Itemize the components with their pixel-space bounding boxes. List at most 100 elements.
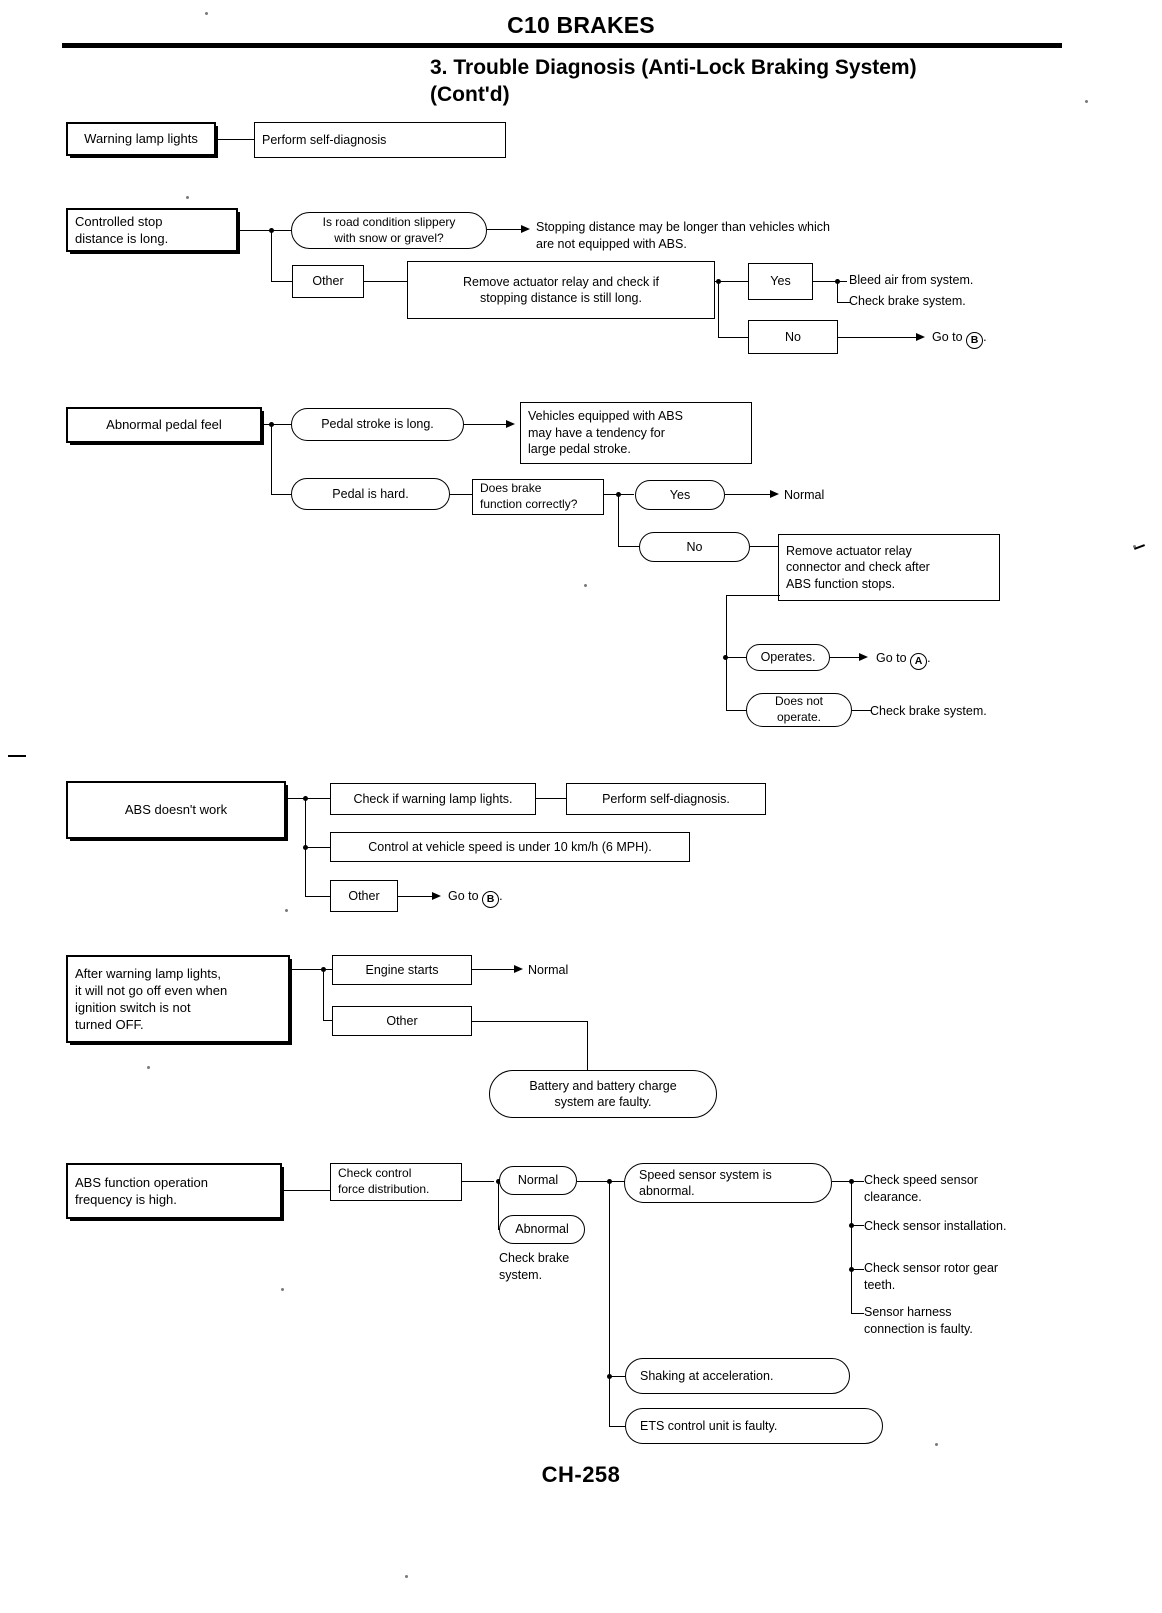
scan-speck [285,909,288,912]
scan-speck [147,1066,150,1069]
connector [464,424,509,425]
arrow-icon [521,225,530,233]
symptom-abnormal-pedal-feel[interactable]: Abnormal pedal feel [66,407,262,443]
connector [536,798,568,799]
connector [838,337,918,338]
node-perform-self-diagnosis-2[interactable]: Perform self-diagnosis. [566,783,766,815]
node-normal-control-force[interactable]: Normal [499,1166,577,1195]
scan-speck [935,1443,938,1446]
node-other-stop-distance[interactable]: Other [292,265,364,298]
node-yes-brake-function[interactable]: Yes [635,480,725,510]
symptom-warning-lamp-stays-on[interactable]: After warning lamp lights, it will not g… [66,955,290,1043]
node-check-warning-lamp-lights[interactable]: Check if warning lamp lights. [330,783,536,815]
connector [618,494,619,546]
connector [472,969,516,970]
connector [290,969,332,970]
arrow-icon [506,420,515,428]
node-perform-self-diagnosis[interactable]: Perform self-diagnosis [254,122,506,158]
node-no-brake-function[interactable]: No [639,532,750,562]
connector [271,230,272,281]
text-bleed-air: Bleed air from system. [849,273,974,287]
connector [852,710,872,711]
text-go-to-b-1: Go to B. [932,329,987,349]
period: . [927,651,931,665]
node-abs-pedal-stroke-note[interactable]: Vehicles equipped with ABS may have a te… [520,402,752,464]
connector [618,546,641,547]
text-check-sensor-clearance: Check speed sensor clearance. [864,1173,978,1204]
connector [216,139,256,140]
connector [609,1181,610,1426]
text-check-brake-system-1: Check brake system. [849,294,966,308]
scan-speck [281,1288,284,1291]
node-pedal-is-hard[interactable]: Pedal is hard. [291,478,450,510]
node-ets-control-unit-faulty[interactable]: ETS control unit is faulty. [625,1408,883,1444]
node-operates[interactable]: Operates. [746,644,830,671]
node-battery-faulty[interactable]: Battery and battery charge system are fa… [489,1070,717,1118]
node-remove-actuator-relay[interactable]: Remove actuator relay and check if stopp… [407,261,715,319]
node-other-abs[interactable]: Other [330,880,398,912]
connector [498,1181,499,1229]
connector [718,337,749,338]
connector [609,1181,627,1182]
symptom-controlled-stop-distance[interactable]: Controlled stop distance is long. [66,208,238,252]
go-to-label: Go to [448,889,479,903]
scan-speck [584,584,587,587]
connector [726,657,748,658]
symptom-abs-doesnt-work[interactable]: ABS doesn't work [66,781,286,839]
node-speed-sensor-abnormal[interactable]: Speed sensor system is abnormal. [624,1163,832,1203]
margin-tick [8,755,26,757]
connector [262,424,292,425]
connector [271,281,293,282]
node-yes-stop-distance[interactable]: Yes [748,263,813,300]
section-title-line1: 3. Trouble Diagnosis (Anti-Lock Braking … [430,56,917,79]
text-normal-brake: Normal [784,488,825,502]
node-other-warning-lamp[interactable]: Other [332,1006,472,1036]
connector [718,281,719,337]
node-control-under-speed[interactable]: Control at vehicle speed is under 10 km/… [330,832,690,862]
scan-speck [186,196,189,199]
node-engine-starts[interactable]: Engine starts [332,955,472,985]
arrow-icon [916,333,925,341]
text-check-brake-system-3: Check brake system. [499,1251,570,1282]
connector [851,1269,864,1270]
node-check-control-force[interactable]: Check control force distribution. [330,1163,462,1201]
connector [830,657,861,658]
connector [271,230,292,231]
connector [305,847,331,848]
connector [726,595,727,710]
connector [271,494,293,495]
node-no-stop-distance[interactable]: No [748,320,838,354]
connector [726,595,780,596]
connector [832,1181,854,1182]
node-is-road-slippery[interactable]: Is road condition slippery with snow or … [291,212,487,249]
period: . [499,889,503,903]
arrow-icon [514,965,523,973]
symptom-abs-frequency-high[interactable]: ABS function operation frequency is high… [66,1163,282,1219]
scan-speck [1085,100,1088,103]
symptom-warning-lamp-lights[interactable]: Warning lamp lights [66,122,216,156]
circled-a-icon: A [910,653,928,670]
node-shaking-at-acceleration[interactable]: Shaking at acceleration. [625,1358,850,1394]
connector [609,1376,629,1377]
connector [837,281,838,302]
connector [305,896,331,897]
period: . [983,330,987,344]
connector [364,281,409,282]
node-remove-actuator-connector[interactable]: Remove actuator relay connector and chec… [778,534,1000,601]
header-rule [62,43,1062,48]
node-abnormal-control-force[interactable]: Abnormal [499,1215,585,1244]
section-title: 3. Trouble Diagnosis (Anti-Lock Braking … [430,54,1070,109]
node-pedal-stroke-long[interactable]: Pedal stroke is long. [291,408,464,441]
go-to-label: Go to [932,330,963,344]
connector [238,230,272,231]
connector [851,1225,864,1226]
section-title-line2: (Cont'd) [430,83,510,107]
text-stopping-distance-note: Stopping distance may be longer than veh… [536,220,830,251]
text-normal-engine: Normal [528,963,569,977]
node-does-not-operate[interactable]: Does not operate. [746,693,852,727]
node-does-brake-function[interactable]: Does brake function correctly? [472,479,604,515]
text-check-sensor-installation: Check sensor installation. [864,1219,1007,1233]
junction-dot [723,655,728,660]
connector [286,798,330,799]
connector [271,424,272,494]
